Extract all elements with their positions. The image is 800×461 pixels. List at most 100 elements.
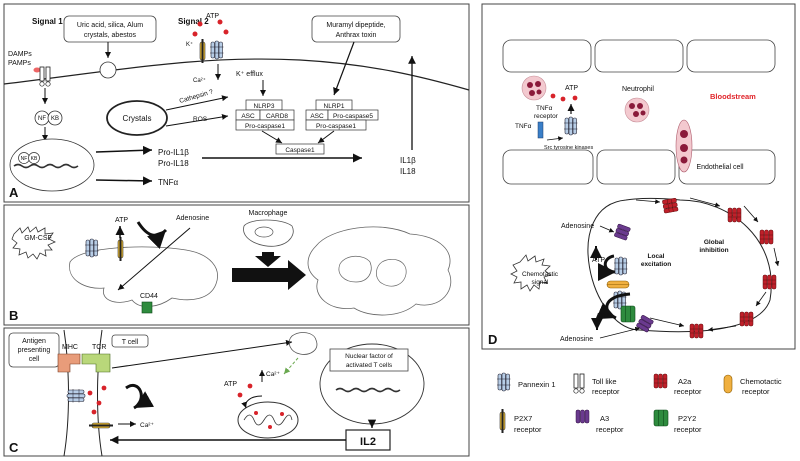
asc-label-2: ASC — [310, 113, 324, 120]
dna-c — [335, 387, 401, 393]
legend-p2x7-icon — [499, 408, 506, 434]
ca-a: Ca²⁺ — [193, 77, 206, 84]
tnfa-receptor-line1: TNFα — [536, 105, 553, 112]
crystals-label: Crystals — [123, 114, 152, 123]
p2y2-d — [620, 305, 636, 323]
legend: Pannexin 1 Toll like receptor A2a recept… — [496, 372, 782, 434]
curved-arrow-c — [125, 384, 155, 410]
legend-a3-icon — [575, 409, 590, 424]
pannexin-d-mid — [613, 256, 628, 276]
kb-nuclear-label: KB — [31, 156, 38, 162]
panel-a: A Signal 1 Signal 2 Uric acid, silica, A… — [3, 3, 470, 203]
pro-il1b: Pro-IL1β — [158, 148, 189, 157]
cell-b-right — [307, 226, 452, 316]
nlrp1-label: NLRP1 — [324, 103, 345, 110]
ca-c-top: Ca²⁺ — [266, 371, 280, 378]
a2a-d-2 — [727, 207, 742, 223]
nf-nuclear-label: NF — [21, 156, 28, 162]
cd44-receptor — [141, 301, 153, 314]
signal1-label: Signal 1 — [32, 17, 63, 26]
legend-chemo-icon — [723, 374, 733, 394]
card8-label: CARD8 — [266, 113, 288, 120]
tnfa-receptor-line2: receptor — [534, 113, 559, 120]
local-line1: Local — [648, 253, 665, 260]
chemotactic-line2: signal — [532, 279, 550, 286]
a2a-d-4 — [762, 274, 777, 290]
global-line2: inhibition — [699, 247, 728, 254]
crystals-oval — [106, 100, 168, 136]
il2-label: IL2 — [360, 436, 376, 448]
legend-pannexin-icon — [496, 372, 511, 392]
cd44-label: CD44 — [140, 293, 158, 300]
uric-line2: crystals, abestos — [84, 32, 137, 39]
chemotaxis-cell — [587, 198, 772, 333]
muramyl-line2: Anthrax toxin — [336, 32, 377, 39]
il1b-label: IL1β — [400, 156, 416, 165]
caspase1-label: Caspase1 — [285, 147, 315, 154]
kb-label: KB — [51, 116, 59, 122]
legend-p2y2-line2: receptor — [674, 425, 702, 434]
panel-b: B GM-CSF ATP Adenosine CD44 Macrophage — [3, 204, 470, 326]
pannexin-c — [66, 388, 86, 403]
local-line2: excitation — [641, 261, 671, 268]
apc-line3: cell — [29, 356, 40, 363]
kb-circle — [47, 110, 63, 126]
mhc-label: MHC — [62, 344, 78, 351]
nlrp3-label: NLRP3 — [254, 103, 275, 110]
atp-d-mid: ATP — [592, 257, 605, 264]
ros-label: ROS — [193, 116, 208, 123]
pannexin-d-top — [563, 116, 578, 136]
dna-a — [13, 163, 79, 169]
legend-tlr-line1: Toll like — [592, 377, 617, 386]
chemo-d — [606, 280, 630, 289]
p2x7-a — [199, 38, 206, 64]
neutrophil-label: Neutrophil — [622, 86, 654, 93]
legend-tlr-icon — [573, 373, 585, 394]
a2a-d-1 — [661, 197, 679, 214]
legend-pannexin: Pannexin 1 — [518, 380, 556, 389]
pamps-label: PAMPs — [8, 60, 31, 67]
adenosine-b: Adenosine — [176, 215, 209, 222]
panel-b-letter: B — [9, 308, 18, 323]
legend-chemo-line2: receptor — [742, 387, 770, 396]
legend-p2y2-line1: P2Y2 — [678, 414, 696, 423]
endothelial-label: Endothelial cell — [696, 164, 744, 171]
gmcsf-burst — [11, 226, 56, 260]
tnfa-a: TNFα — [158, 178, 179, 187]
legend-p2y2-icon — [653, 409, 669, 427]
ca-c-left: Ca²⁺ — [140, 422, 154, 429]
tcell-box — [111, 334, 149, 348]
tnfa-d: TNFα — [515, 123, 532, 130]
apc-line2: presenting — [18, 347, 51, 354]
procasp5-label: Pro-caspase5 — [333, 113, 373, 120]
macrophage-label: Macrophage — [249, 210, 288, 217]
vesicle — [99, 61, 117, 79]
gmcsf-label: GM-CSF — [24, 235, 52, 242]
apc-line1: Antigen — [22, 338, 46, 345]
atp-to-adenosine-arrow — [136, 221, 168, 250]
atp-c: ATP — [224, 381, 237, 388]
muramyl-line1: Muramyl dipeptide, — [326, 22, 385, 29]
k-efflux: K⁺ efflux — [236, 71, 263, 78]
a2a-d-6 — [689, 323, 704, 339]
signal2-label: Signal 2 — [178, 17, 209, 26]
a2a-d-5 — [739, 311, 754, 327]
macrophage-cell — [243, 219, 294, 247]
procasp1-label-1: Pro-caspase1 — [245, 123, 285, 130]
tcr-label: TCR — [92, 344, 106, 351]
nfat-line2: activated T cells — [346, 362, 393, 369]
legend-chemo-line1: Chemotactic — [740, 377, 782, 386]
panel-b-frame — [3, 204, 470, 326]
legend-a3-line2: receptor — [596, 425, 624, 434]
nf-label: NF — [38, 116, 46, 122]
neutrophil-2 — [624, 97, 650, 123]
il18-label: IL18 — [400, 167, 416, 176]
atp-a: ATP — [206, 13, 219, 20]
apc-box — [8, 332, 60, 368]
legend-a2a-line2: receptor — [674, 387, 702, 396]
legend-a2a-line1: A2a — [678, 377, 692, 386]
damp-ligand — [33, 67, 41, 73]
adenosine-d-top: Adenosine — [561, 223, 594, 230]
muramyl-box — [311, 15, 401, 43]
